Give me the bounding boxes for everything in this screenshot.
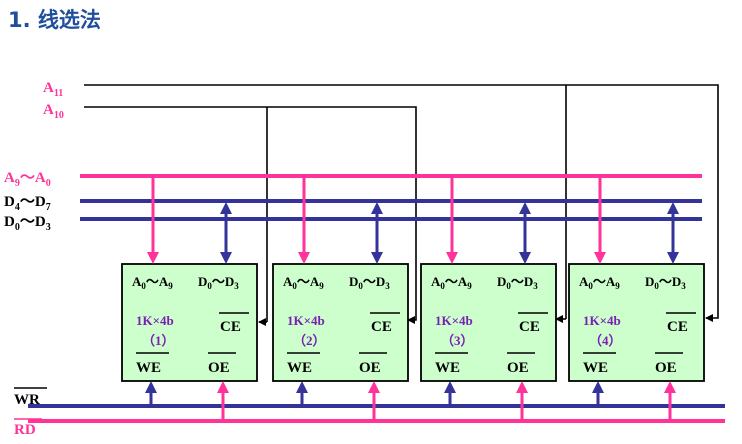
chip-we-label: WE [287,360,312,376]
chip-we-label: WE [435,360,460,376]
chip-data-label: D0～D3 [497,274,538,291]
chip-ce-label: CE [220,319,241,335]
rd-label: RD [14,422,36,438]
a11-label: A11 [43,80,63,99]
chip-body [568,263,705,382]
a10-select-line [84,106,417,324]
chip-body [121,263,258,382]
chip-ce-label: CE [371,319,392,335]
chip-index-label: （1） [142,333,175,348]
chip-ce-label: CE [667,319,688,335]
chip-body [272,263,409,382]
chip-index-label: （2） [293,333,326,348]
memory-chip: A0～A9 D0～D3 1K×4b （4） CE WE OE [568,176,705,421]
chip-address-label: A0～A9 [283,274,324,291]
chip-address-label: A0～A9 [132,274,173,291]
chip-body [420,263,557,382]
chip-data-label: D0～D3 [349,274,390,291]
chip-oe-label: OE [208,360,230,376]
data-bus-low-label: D0～D3 [4,214,51,233]
wr-label: WR [14,392,40,408]
chip-oe-label: OE [359,360,381,376]
chip-we-label: WE [136,360,161,376]
memory-chip: A0～A9 D0～D3 1K×4b （1） CE WE OE [121,176,258,421]
memory-chip: A0～A9 D0～D3 1K×4b （3） CE WE OE [420,176,557,421]
chip-address-label: A0～A9 [431,274,472,291]
chip-size-label: 1K×4b [583,313,621,328]
chip-data-label: D0～D3 [198,274,239,291]
chip-size-label: 1K×4b [435,313,473,328]
chip-address-label: A0～A9 [579,274,620,291]
chip-ce-label: CE [519,319,540,335]
chip-size-label: 1K×4b [287,313,325,328]
chip-we-label: WE [583,360,608,376]
memory-chip: A0～A9 D0～D3 1K×4b （2） CE WE OE [272,176,409,421]
page-title: 1. 线选法 [8,8,101,32]
chip-size-label: 1K×4b [136,313,174,328]
a10-label: A10 [43,102,64,121]
data-bus-high-label: D4～D7 [4,194,51,213]
address-bus-label: A9～A0 [4,170,51,189]
memory-chips: A0～A9 D0～D3 1K×4b （1） CE WE OE A0～A9 D0～D3 1K×4b （… [121,176,705,421]
chip-data-label: D0～D3 [645,274,686,291]
chip-oe-label: OE [507,360,529,376]
chip-oe-label: OE [655,360,677,376]
a11-select-line [84,84,719,322]
chip-index-label: （3） [441,333,474,348]
chip-index-label: （4） [589,333,622,348]
